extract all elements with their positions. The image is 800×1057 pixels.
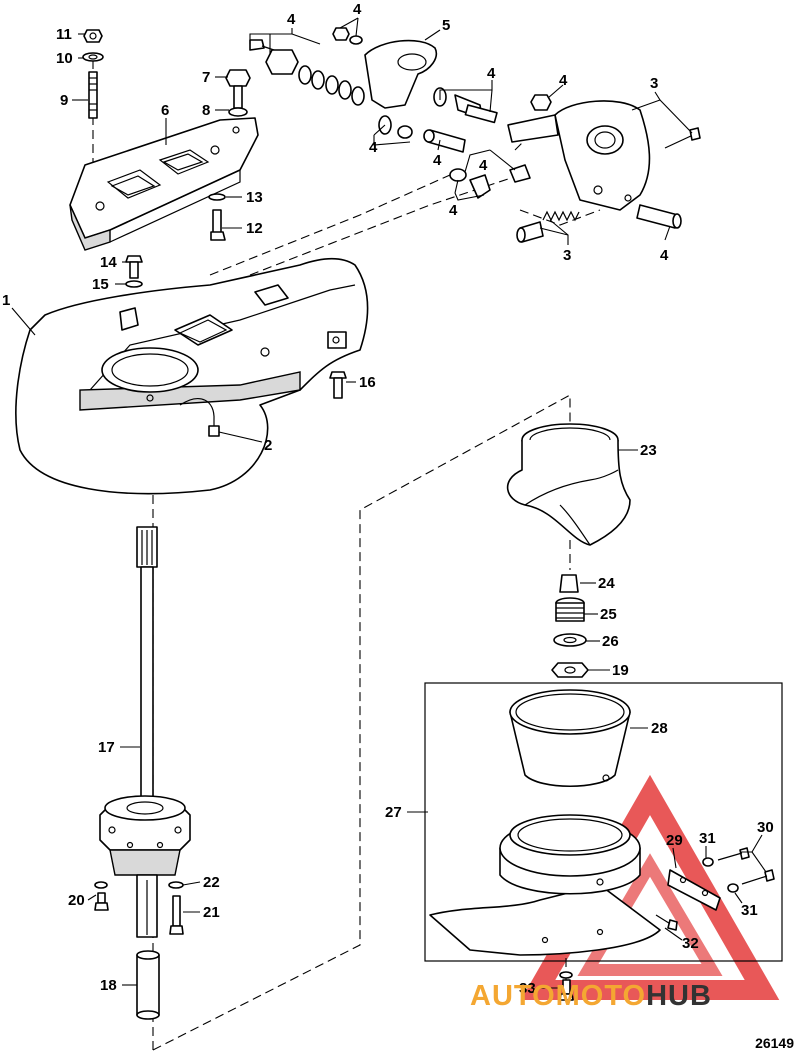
watermark-text-dark: HUB xyxy=(646,980,712,1012)
callout-31-top: 31 xyxy=(699,830,716,847)
liner-28 xyxy=(509,689,631,787)
callout-4-washer: 4 xyxy=(369,139,378,156)
callout-3-top: 3 xyxy=(650,75,658,92)
callout-24: 24 xyxy=(598,575,615,592)
callout-9: 9 xyxy=(60,92,68,109)
bolt-washer-top xyxy=(225,69,251,117)
pump-housing-27 xyxy=(429,814,661,956)
callout-25: 25 xyxy=(600,606,617,623)
callout-27: 27 xyxy=(385,804,402,821)
callout-28: 28 xyxy=(651,720,668,737)
watermark-text: AUTOMOTOHUB xyxy=(470,980,712,1012)
callout-4-right-pin: 4 xyxy=(660,247,669,264)
svg-text:AUTOMOTOHUB: AUTOMOTOHUB xyxy=(470,980,712,1012)
impeller-hardware xyxy=(551,574,589,678)
linkage-assembly xyxy=(249,27,701,243)
callout-3-spring: 3 xyxy=(563,247,571,264)
callout-2: 2 xyxy=(264,437,272,454)
callout-17: 17 xyxy=(98,739,115,756)
callout-13: 13 xyxy=(246,189,263,206)
impeller xyxy=(506,423,631,546)
pump-housing xyxy=(15,257,369,495)
bolt-14-15 xyxy=(125,255,143,288)
bolt-16 xyxy=(329,371,347,399)
callout-6: 6 xyxy=(161,102,169,119)
callout-10: 10 xyxy=(56,50,73,67)
callout-4-top-left: 4 xyxy=(287,11,296,28)
callout-4-bushing: 4 xyxy=(479,157,488,174)
callout-21: 21 xyxy=(203,904,220,921)
bolts-20-21-22 xyxy=(94,881,184,935)
callout-20: 20 xyxy=(68,892,85,909)
assembly-27-box xyxy=(424,682,783,962)
callout-1: 1 xyxy=(2,292,10,309)
figure-number: 26149 xyxy=(755,1035,794,1051)
callout-23: 23 xyxy=(640,442,657,459)
callout-5: 5 xyxy=(442,17,450,34)
callout-12: 12 xyxy=(246,220,263,237)
callout-4-cylinder: 4 xyxy=(433,152,442,169)
callout-11: 11 xyxy=(56,26,72,43)
callout-33: 33 xyxy=(519,980,536,997)
callout-22: 22 xyxy=(203,874,220,891)
callout-14: 14 xyxy=(100,254,117,271)
stud-nut-group xyxy=(82,29,104,119)
callout-labels: 11 10 9 7 8 6 13 12 14 15 1 16 2 17 20 2… xyxy=(2,1,774,997)
water-tube xyxy=(179,398,220,437)
callout-19: 19 xyxy=(612,662,629,679)
callout-29: 29 xyxy=(666,832,683,849)
callout-31-bottom: 31 xyxy=(741,902,758,919)
mounting-plate xyxy=(69,117,259,251)
sleeve-18 xyxy=(136,950,160,1020)
callout-4-top-mid: 4 xyxy=(353,1,362,18)
watermark-text-orange: AUTOMOTO xyxy=(470,980,646,1012)
driveshaft xyxy=(99,526,191,938)
callout-8: 8 xyxy=(202,102,210,119)
callout-16: 16 xyxy=(359,374,376,391)
callout-4-nut: 4 xyxy=(559,72,568,89)
hardware-29-33 xyxy=(559,847,775,1001)
callout-30: 30 xyxy=(757,819,774,836)
guide-lines xyxy=(92,60,601,1051)
bolt-12-13 xyxy=(208,193,226,241)
callout-32: 32 xyxy=(682,935,699,952)
leader-lines xyxy=(11,17,767,989)
callout-15: 15 xyxy=(92,276,109,293)
callout-7: 7 xyxy=(202,69,210,86)
callout-4-pin: 4 xyxy=(487,65,496,82)
callout-18: 18 xyxy=(100,977,117,994)
callout-26: 26 xyxy=(602,633,619,650)
callout-4-lower: 4 xyxy=(449,202,458,219)
